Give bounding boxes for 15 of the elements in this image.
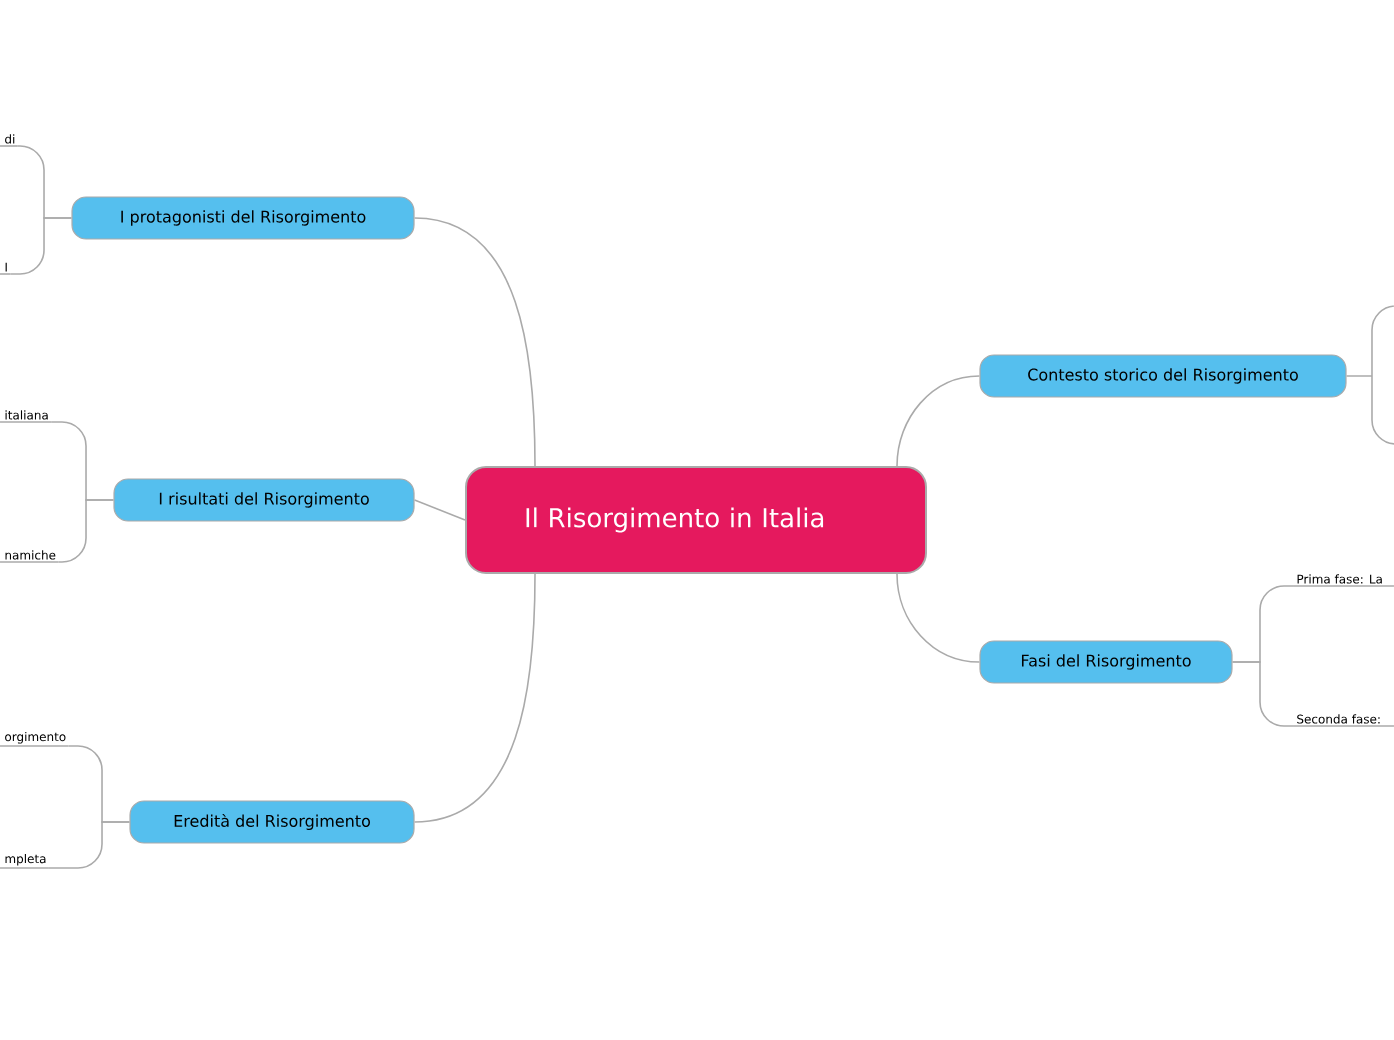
connector-line xyxy=(413,217,536,467)
connector-line xyxy=(9,217,73,275)
topic-box: Eredità del Risorgimento xyxy=(129,800,415,844)
connector-line xyxy=(896,375,981,467)
connector-line xyxy=(413,499,466,521)
topic-box: I protagonisti del Risorgimento xyxy=(71,196,415,240)
connector-line xyxy=(896,573,981,663)
topic-box: I risultati del Risorgimento xyxy=(113,478,415,522)
connector-line xyxy=(1231,661,1295,727)
connector-line xyxy=(48,821,131,869)
topic-box: Contesto storico del Risorgimento xyxy=(979,354,1347,398)
connector-line xyxy=(57,499,115,563)
central-topic-box: Il Risorgimento in Italia xyxy=(465,466,927,574)
topic-box: Fasi del Risorgimento xyxy=(979,640,1233,684)
connector-line xyxy=(413,573,536,823)
